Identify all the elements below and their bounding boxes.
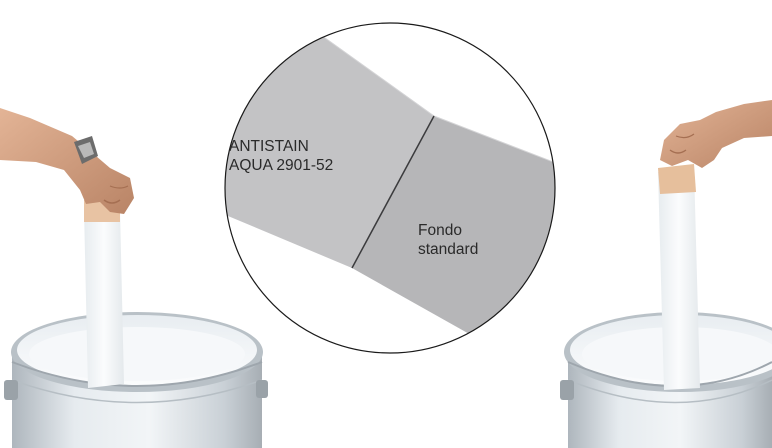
label-standard-line2: standard	[418, 241, 479, 258]
label-antistain-line2: AQUA 2901-52	[229, 157, 334, 174]
left-stirring-strip	[84, 200, 124, 388]
hand-icon	[0, 108, 134, 214]
magnified-comparison	[224, 22, 556, 354]
label-standard: Fondo standard	[418, 221, 478, 259]
divider-line	[351, 115, 435, 269]
label-antistain-line1: ANTISTAIN	[229, 138, 309, 155]
hand-icon	[660, 100, 772, 168]
label-standard-line1: Fondo	[418, 222, 462, 239]
right-stirring-strip	[658, 164, 700, 390]
left-paint-can	[4, 312, 268, 448]
label-antistain: ANTISTAIN AQUA 2901-52	[229, 137, 333, 175]
